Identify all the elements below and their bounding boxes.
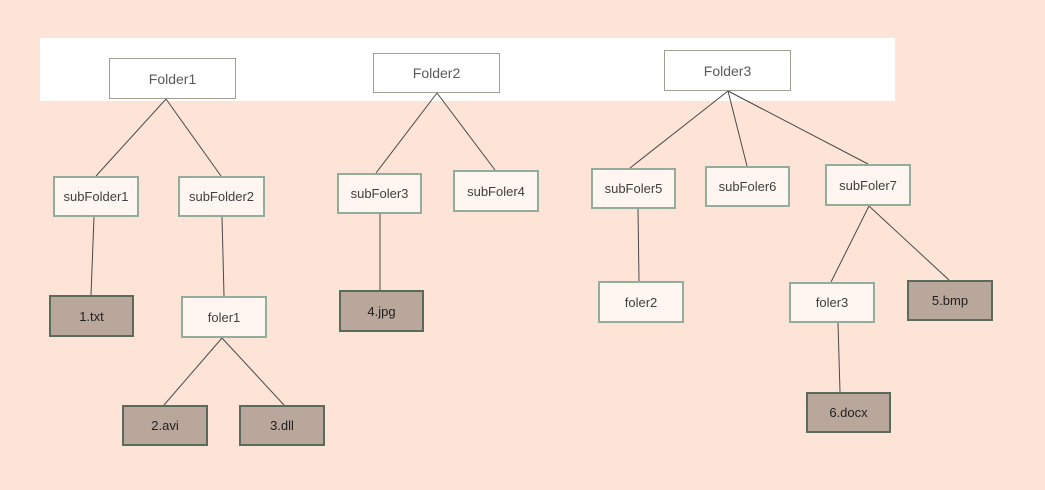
folder3-node[interactable]: Folder3: [664, 50, 791, 91]
file-bmp-node[interactable]: 5.bmp: [907, 280, 993, 321]
file-txt-node[interactable]: 1.txt: [49, 295, 134, 337]
edge-folder3-subfoler5: [629, 90, 729, 169]
edge-subfoler7-foler3: [830, 205, 870, 283]
subfoler7-node[interactable]: subFoler7: [825, 164, 911, 206]
edge-subfoler5-foler2: [637, 208, 640, 282]
edge-folder2-subfoler3: [375, 92, 438, 174]
folder2-node[interactable]: Folder2: [373, 53, 500, 93]
edge-folder1-subfolder2: [165, 98, 222, 177]
edge-folder3-subfoler7: [727, 90, 869, 165]
edge-folder1-subfolder1: [95, 98, 167, 177]
file-docx-node[interactable]: 6.docx: [806, 392, 891, 433]
edge-folder2-subfoler4: [436, 92, 496, 171]
edge-foler1-dll: [221, 337, 285, 406]
subfoler5-node[interactable]: subFoler5: [591, 168, 676, 209]
edge-foler3-docx: [837, 322, 841, 393]
subfolder2-node[interactable]: subFolder2: [178, 176, 265, 217]
foler2-node[interactable]: foler2: [598, 281, 684, 323]
file-jpg-node[interactable]: 4.jpg: [339, 290, 424, 332]
subfoler6-node[interactable]: subFoler6: [705, 166, 790, 207]
foler1-node[interactable]: foler1: [181, 296, 267, 338]
edge-subfoler7-bmp: [868, 205, 950, 281]
folder1-node[interactable]: Folder1: [109, 58, 236, 99]
file-dll-node[interactable]: 3.dll: [239, 405, 325, 446]
subfoler4-node[interactable]: subFoler4: [453, 170, 539, 212]
edge-subfolder2-foler1: [221, 216, 225, 297]
foler3-node[interactable]: foler3: [789, 282, 875, 323]
edge-foler1-avi: [163, 337, 223, 406]
file-avi-node[interactable]: 2.avi: [122, 405, 208, 446]
edge-folder3-subfoler6: [727, 90, 748, 167]
subfolder1-node[interactable]: subFolder1: [53, 176, 139, 217]
subfoler3-node[interactable]: subFoler3: [337, 173, 422, 214]
edge-subfolder1-txt: [90, 216, 95, 296]
